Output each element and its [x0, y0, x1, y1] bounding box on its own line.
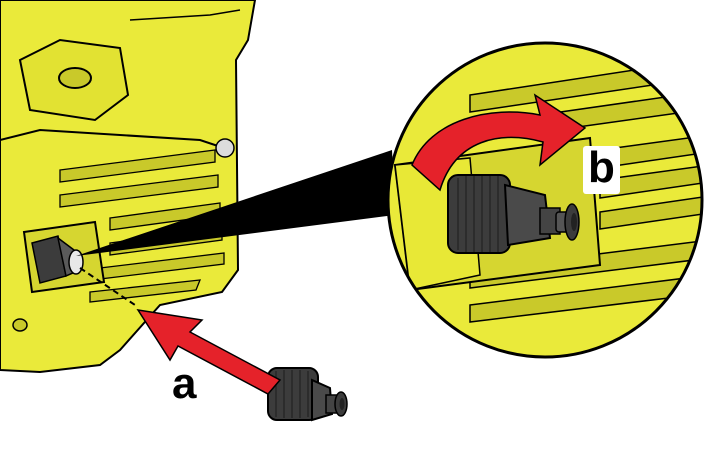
device-water-inlet-connector: [31, 235, 84, 284]
zoom-hose-adapter: [447, 174, 580, 254]
housing-top-ridge: [0, 128, 231, 151]
zoom-vents: [469, 59, 702, 323]
step-label-b: b: [583, 146, 620, 194]
step-label-a: a: [172, 359, 197, 408]
alignment-dashed-line: [79, 267, 136, 306]
housing-screw: [215, 138, 235, 158]
device-housing: [0, 0, 257, 374]
housing-top-hole: [58, 67, 92, 89]
curved-rotate-arrow-icon: [411, 93, 587, 192]
zoom-detail-view: [386, 41, 704, 359]
straight-arrow-icon: [136, 309, 282, 395]
hose-adapter-icon: [267, 367, 348, 422]
zoom-callout-cone: [76, 150, 395, 256]
